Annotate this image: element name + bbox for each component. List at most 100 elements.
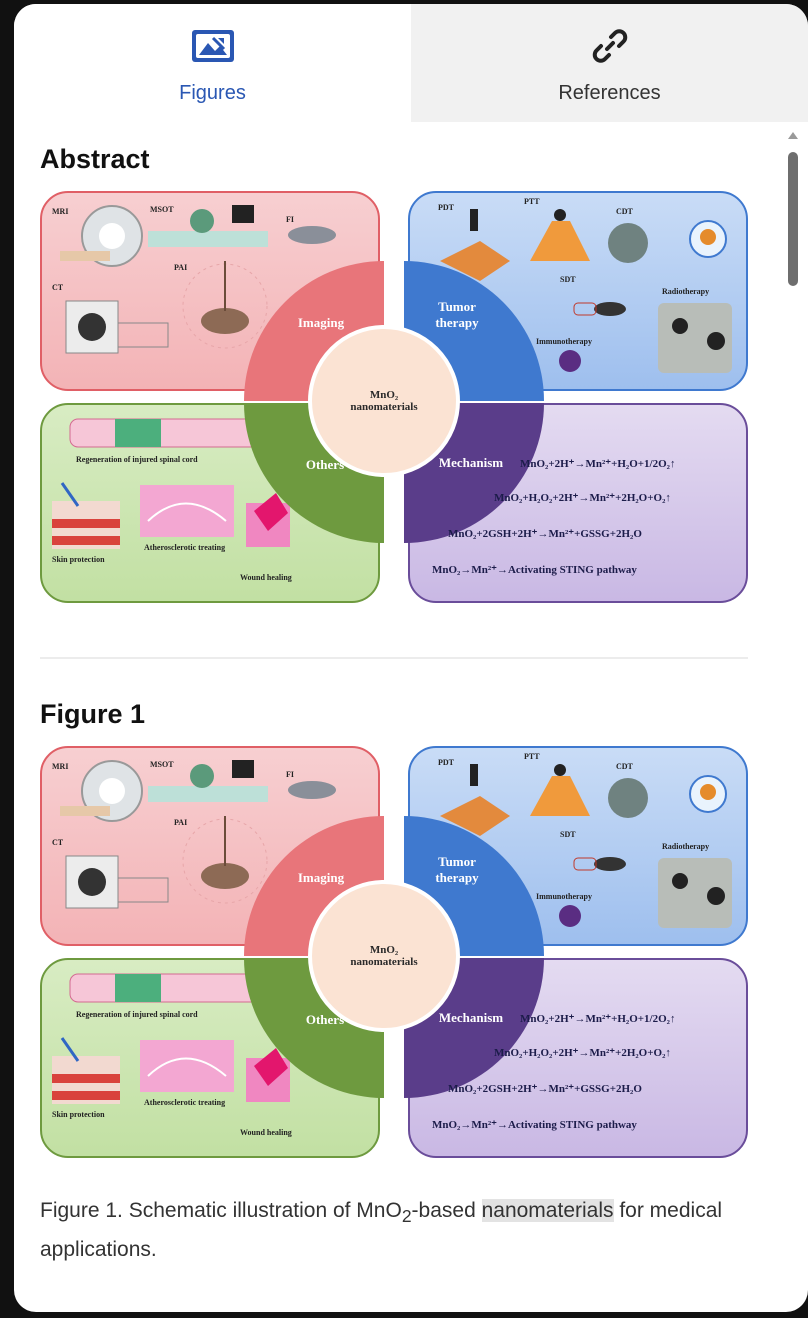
equation-2: MnO₂+H₂O₂+2H⁺→Mn²⁺+2H₂O+O₂↑ — [494, 492, 671, 504]
caption-highlighted-term: nanomaterials — [481, 1199, 614, 1222]
figure-illustration — [52, 205, 732, 549]
mri-scanner-icon — [60, 205, 143, 267]
tab-figures[interactable]: Figures — [14, 4, 411, 122]
radiotherapy-icon — [658, 858, 732, 928]
imaging-label: Imaging — [297, 315, 345, 330]
caption-middle: -based — [411, 1199, 482, 1222]
equation-3: MnO₂+2GSH+2H⁺→Mn²⁺+GSSG+2H₂O — [448, 1083, 642, 1095]
equation-1: MnO₂+2H⁺→Mn²⁺+H₂O+1/2O₂↑ — [520, 458, 676, 470]
msot-device-icon — [148, 205, 268, 247]
label-spinal-cord: Regeneration of injured spinal cord — [76, 455, 198, 464]
cdt-particle-icon — [608, 778, 648, 818]
label-atherosclerotic: Atherosclerotic treating — [144, 1098, 226, 1107]
spinal-cord-icon — [69, 973, 271, 1003]
others-label: Others — [305, 1012, 345, 1027]
sdt-mouse-icon — [573, 857, 626, 871]
label-mri: MRI — [52, 762, 69, 771]
label-mri: MRI — [52, 207, 69, 216]
center-label-line2: nanomaterials — [350, 956, 418, 968]
tab-figures-label: Figures — [179, 82, 246, 104]
nanoparticle-icon — [689, 775, 727, 813]
label-ptt: PTT — [524, 752, 540, 761]
center-label: MnO₂ nanomaterials — [314, 331, 454, 471]
figure1-heading: Figure 1 — [40, 699, 146, 729]
label-pai: PAI — [174, 818, 188, 827]
equation-4: MnO₂→Mn²⁺→Activating STING pathway — [432, 1119, 637, 1131]
immunotherapy-icon — [559, 905, 581, 927]
imaging-label: Imaging — [297, 870, 345, 885]
equation-3: MnO₂+2GSH+2H⁺→Mn²⁺+GSSG+2H₂O — [448, 528, 642, 540]
center-label-line1: MnO₂ — [369, 389, 399, 401]
label-fi: FI — [286, 215, 294, 224]
pai-mouse-icon — [182, 261, 268, 349]
ptt-probe-icon — [530, 209, 590, 261]
ct-scanner-icon — [65, 855, 169, 909]
pai-mouse-icon — [182, 816, 268, 904]
label-ct: CT — [52, 838, 64, 847]
tab-references[interactable]: References — [411, 4, 808, 122]
tab-references-label: References — [558, 82, 661, 104]
pdt-tissue-icon — [440, 209, 510, 281]
mechanism-label: Mechanism — [438, 1010, 504, 1025]
atherosclerosis-icon — [140, 1040, 234, 1092]
label-cdt: CDT — [616, 207, 633, 216]
label-wound-healing: Wound healing — [240, 1128, 292, 1137]
link-icon — [588, 26, 632, 66]
immunotherapy-icon — [559, 350, 581, 372]
label-sdt: SDT — [560, 275, 576, 284]
wound-healing-icon — [246, 489, 300, 547]
tumor-label-line2: therapy — [435, 870, 479, 885]
label-sdt: SDT — [560, 830, 576, 839]
skin-layers-icon — [52, 1037, 120, 1104]
atherosclerosis-icon — [140, 485, 234, 537]
mechanism-label: Mechanism — [438, 455, 504, 470]
content-area: Abstract — [40, 144, 752, 1267]
sdt-mouse-icon — [573, 302, 626, 316]
center-circle — [308, 880, 460, 1032]
label-skin-protection: Skin protection — [52, 555, 105, 564]
center-label-line2: nanomaterials — [350, 401, 418, 413]
spinal-cord-icon — [69, 418, 271, 448]
section-divider — [40, 657, 748, 659]
equation-2: MnO₂+H₂O₂+2H⁺→Mn²⁺+2H₂O+O₂↑ — [494, 1047, 671, 1059]
nanoparticle-icon — [689, 220, 727, 258]
mri-scanner-icon — [60, 760, 143, 822]
label-spinal-cord: Regeneration of injured spinal cord — [76, 1010, 198, 1019]
label-fi: FI — [286, 770, 294, 779]
fluorescence-mouse-icon — [288, 781, 336, 799]
abstract-graphic[interactable]: MRI MSOT FI CT PAI PDT PTT CDT SDT Radio… — [40, 191, 748, 611]
label-cdt: CDT — [616, 762, 633, 771]
tab-bar: Figures References — [14, 4, 808, 122]
caption-prefix: Figure 1. Schematic illustration of MnO — [40, 1199, 402, 1222]
skin-layers-icon — [52, 482, 120, 549]
scroll-thumb[interactable] — [788, 152, 798, 286]
tumor-label-line2: therapy — [435, 315, 479, 330]
caption-subscript: 2 — [401, 1206, 412, 1227]
label-msot: MSOT — [150, 760, 174, 769]
caption-suffix: for medical applications. — [40, 1199, 723, 1262]
tumor-label-line1: Tumor — [438, 854, 476, 869]
fluorescence-mouse-icon — [288, 226, 336, 244]
others-label: Others — [305, 457, 345, 472]
label-skin-protection: Skin protection — [52, 1110, 105, 1119]
tumor-label-line1: Tumor — [438, 299, 476, 314]
label-immunotherapy: Immunotherapy — [536, 337, 593, 346]
label-pai: PAI — [174, 263, 188, 272]
ct-scanner-icon — [65, 300, 169, 354]
label-radiotherapy: Radiotherapy — [662, 287, 710, 296]
label-ptt: PTT — [524, 197, 540, 206]
center-label-line1: MnO₂ — [369, 944, 399, 956]
scroll-up-arrow-icon[interactable] — [786, 128, 800, 142]
figure1-caption: Figure 1. Schematic illustration of MnO2… — [40, 1194, 740, 1267]
label-atherosclerotic: Atherosclerotic treating — [144, 543, 226, 552]
figure1-image[interactable]: MRI MSOT FI CT PAI PDT PTT CDT SDT Radio… — [40, 746, 748, 1166]
ptt-probe-icon — [530, 764, 590, 816]
scrollbar[interactable] — [786, 128, 800, 298]
abstract-heading: Abstract — [40, 144, 150, 174]
label-pdt: PDT — [438, 203, 454, 212]
center-circle — [308, 325, 460, 477]
label-immunotherapy: Immunotherapy — [536, 892, 593, 901]
label-radiotherapy: Radiotherapy — [662, 842, 710, 851]
